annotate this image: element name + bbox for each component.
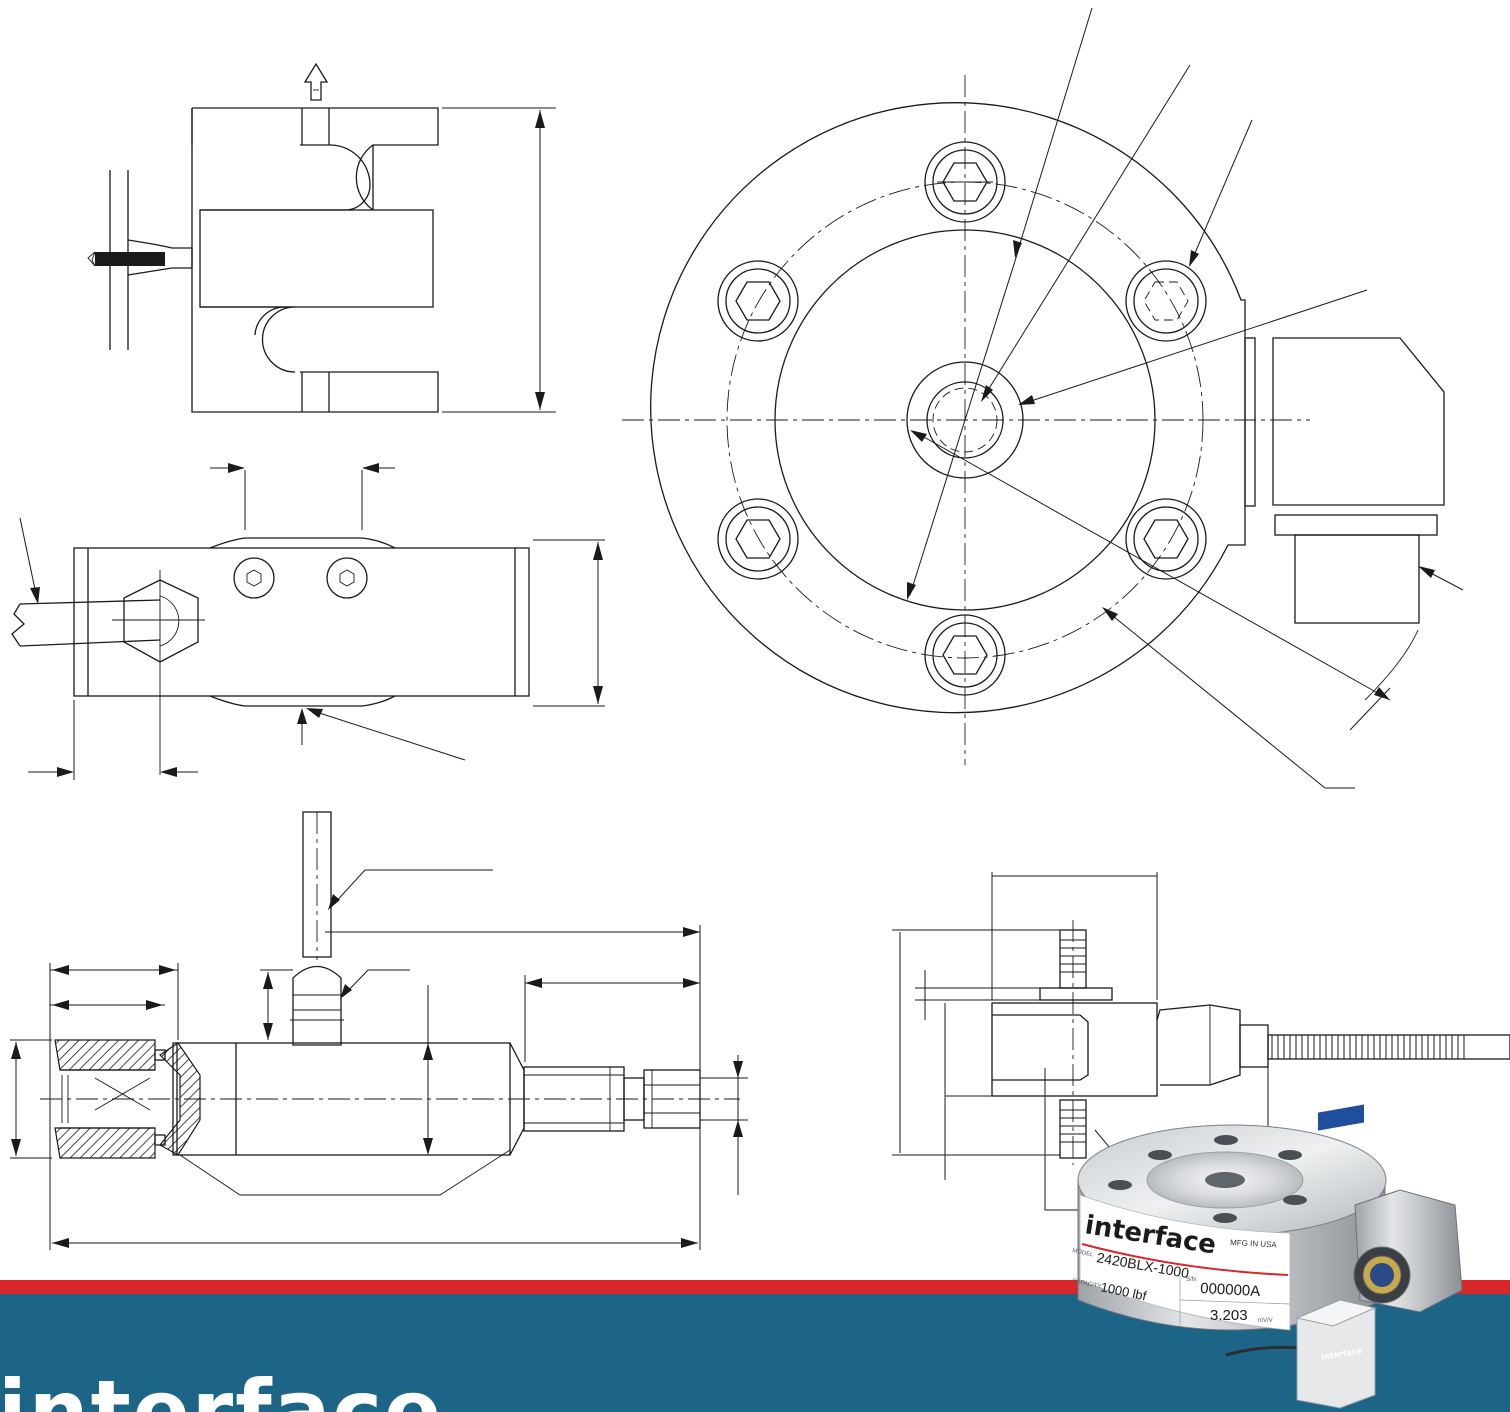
bolt-holes	[717, 141, 1207, 696]
rod-end-section-view	[10, 811, 748, 1250]
label-output: 3.203	[1210, 1307, 1248, 1324]
product-photo: interface MFG IN USA MODEL 2420BLX-1000 …	[1072, 1104, 1463, 1409]
label-mfg-text: MFG IN USA	[1230, 1238, 1278, 1249]
s-beam-photo: interface	[1225, 1104, 1377, 1409]
s-beam-rod-side-view	[892, 872, 1510, 1211]
s-beam-top-view	[11, 463, 605, 780]
label-model-prefix: MODEL	[1072, 1248, 1095, 1258]
pancake-top-view	[622, 7, 1464, 789]
brand-logo: interface	[0, 1362, 443, 1412]
label-sn-prefix: S/N	[1186, 1277, 1196, 1283]
label-output-unit: mV/V	[1258, 1318, 1273, 1324]
label-serial: 000000A	[1200, 1280, 1261, 1300]
s-beam-side-view	[87, 62, 556, 413]
